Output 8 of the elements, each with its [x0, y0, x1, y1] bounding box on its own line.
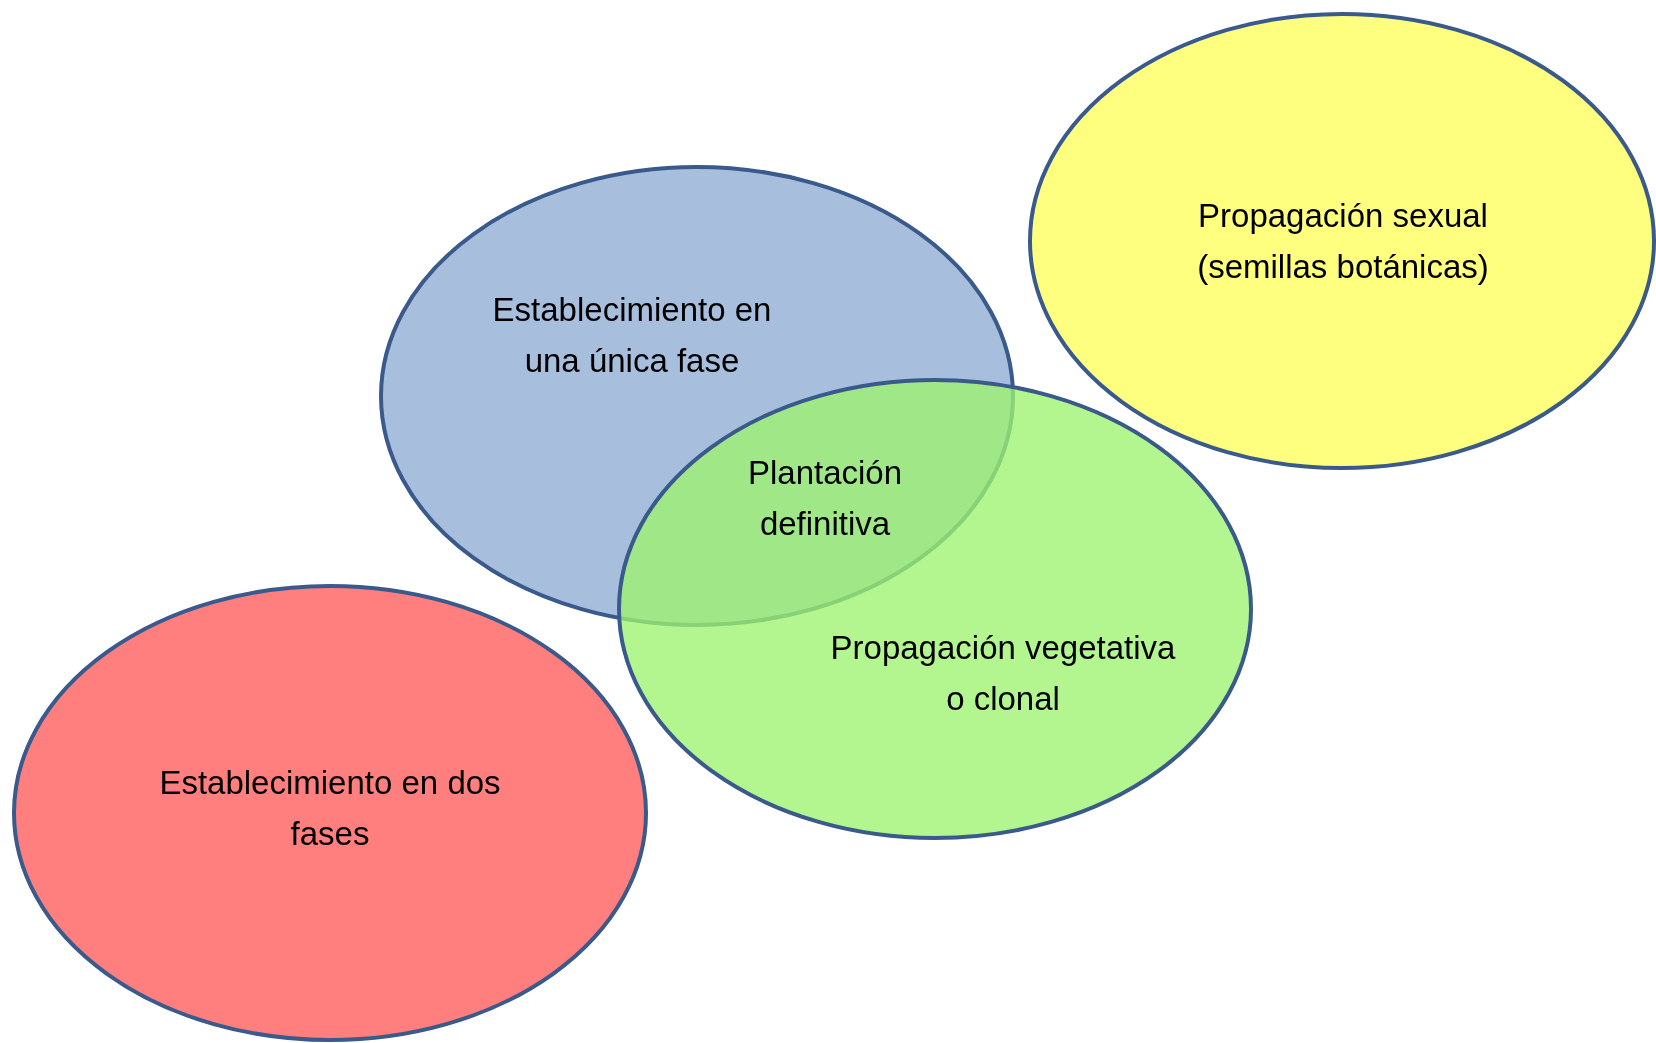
ellipse-text: Establecimiento en una única fase	[491, 290, 773, 381]
ellipse-text: Establecimiento en dos fases	[158, 763, 502, 854]
ellipse	[1028, 12, 1656, 470]
ellipse	[12, 584, 648, 1042]
ellipse	[617, 378, 1253, 840]
ellipse-text: Propagación vegetativa o clonal	[829, 628, 1177, 719]
overlap-label: Plantación definitiva	[746, 453, 904, 544]
ellipse-text: Propagación sexual (semillas botánicas)	[1196, 196, 1490, 287]
